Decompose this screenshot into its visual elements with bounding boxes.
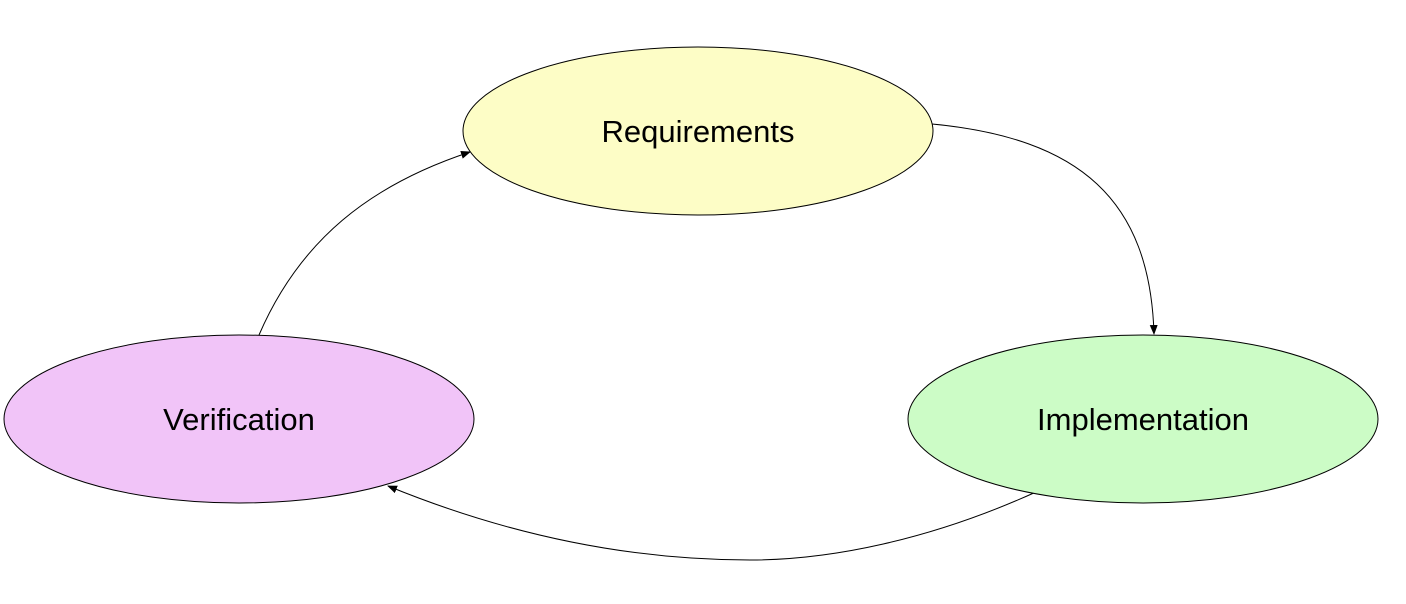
- node-requirements-shape: [462, 46, 934, 216]
- node-verification-label: Verification: [163, 402, 315, 437]
- edge-implementation-to-verification: [387, 485, 1037, 561]
- node-verification-shape: [3, 334, 475, 504]
- node-verification[interactable]: Verification: [3, 334, 475, 504]
- node-requirements[interactable]: Requirements: [462, 46, 934, 216]
- node-implementation-shape: [907, 334, 1379, 504]
- node-implementation[interactable]: Implementation: [907, 334, 1379, 504]
- node-implementation-label: Implementation: [1037, 402, 1249, 437]
- edge-requirements-to-implementation: [931, 123, 1158, 335]
- node-requirements-label: Requirements: [602, 114, 795, 149]
- edge-verification-to-requirements: [258, 151, 471, 336]
